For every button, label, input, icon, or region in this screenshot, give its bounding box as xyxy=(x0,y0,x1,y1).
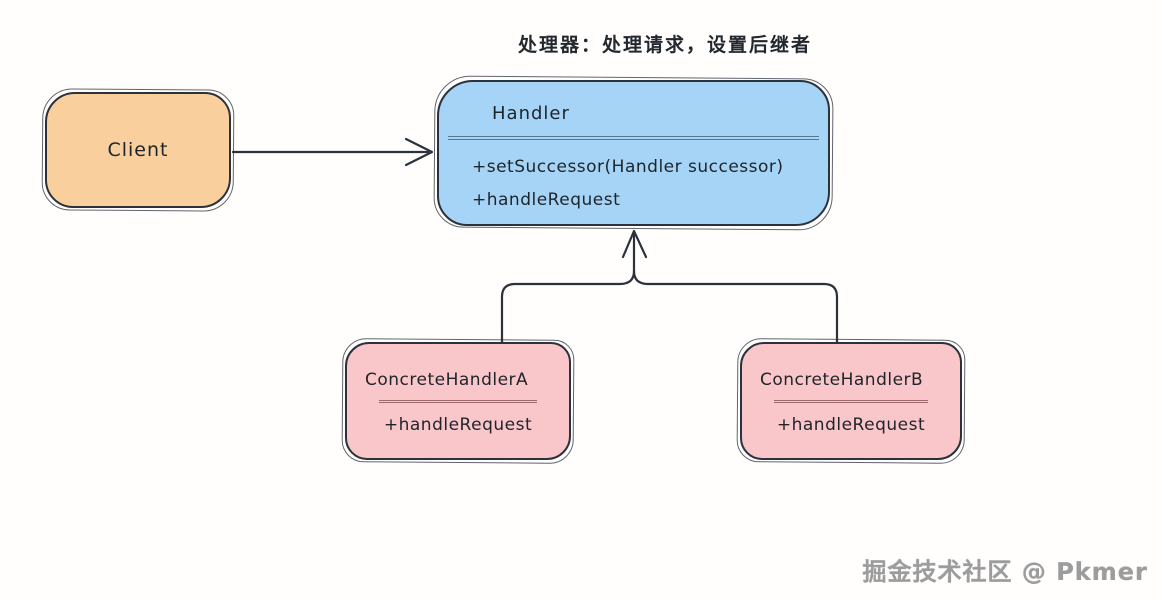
concrete-handler-a-class-name: ConcreteHandlerA xyxy=(365,370,529,390)
inheritance-line-right xyxy=(632,269,839,345)
association-arrowhead xyxy=(404,137,434,167)
concrete-handler-b-class-name: ConcreteHandlerB xyxy=(760,370,924,390)
inheritance-arrowhead xyxy=(621,229,648,259)
handler-node: Handler +setSuccessor(Handler successor)… xyxy=(437,80,830,226)
client-to-handler-arrow xyxy=(231,137,434,167)
uml-divider xyxy=(773,400,929,403)
concrete-handler-b-methods: +handleRequest xyxy=(742,403,960,435)
client-label: Client xyxy=(107,139,169,161)
concrete-handler-b-node: ConcreteHandlerB +handleRequest xyxy=(740,342,962,460)
client-node: Client xyxy=(45,92,231,208)
inheritance-arrow xyxy=(500,229,839,345)
handler-method-handlerequest: +handleRequest xyxy=(472,190,621,210)
handler-annotation-text: 处理器：处理请求，设置后继者 xyxy=(517,34,812,56)
handler-method-setsuccessor: +setSuccessor(Handler successor) xyxy=(472,157,784,177)
uml-divider xyxy=(448,136,819,140)
uml-divider xyxy=(379,400,537,403)
handler-methods: +setSuccessor(Handler successor) +handle… xyxy=(439,140,828,217)
concrete-handler-a-method-handlerequest: +handleRequest xyxy=(383,415,533,435)
inheritance-line-left xyxy=(500,233,636,345)
concrete-handler-a-methods: +handleRequest xyxy=(347,403,569,435)
concrete-handler-a-node: ConcreteHandlerA +handleRequest xyxy=(345,342,571,460)
watermark: 掘金技术社区 @ Pkmer xyxy=(862,558,1148,586)
handler-class-name: Handler xyxy=(492,103,570,124)
concrete-handler-b-method-handlerequest: +handleRequest xyxy=(776,415,926,435)
